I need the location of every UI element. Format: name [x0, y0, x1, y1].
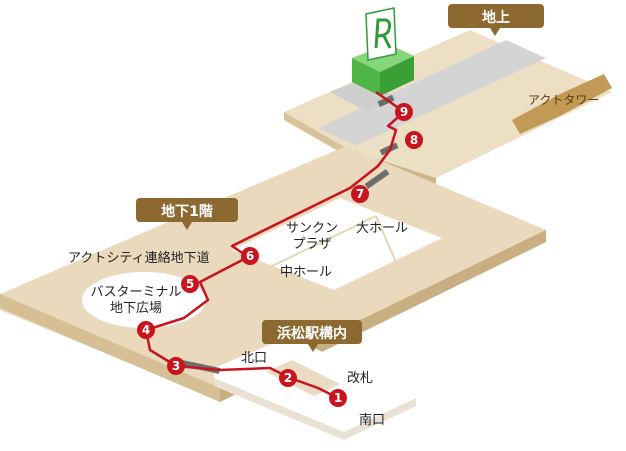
level-badge-basement: 地下1階 [136, 198, 238, 230]
route-marker-6: 6 [241, 247, 259, 265]
north-exit-label: 北口 [241, 351, 267, 366]
route-marker-5: 5 [181, 275, 199, 293]
basement-floor-edge-left [0, 294, 220, 402]
route-marker-9: 9 [395, 103, 413, 121]
parking-sign-icon [365, 7, 397, 61]
platform-strip [266, 360, 340, 396]
station-floor-edge [214, 378, 416, 440]
route-marker-2-label: 2 [284, 371, 292, 385]
bus-terminal-label-2: 地下広場 [110, 301, 162, 316]
level-badge-basement-label: 地下1階 [161, 203, 213, 220]
stairs-group [181, 94, 399, 374]
block-front [352, 58, 380, 96]
level-badge-station-label: 浜松駅構内 [277, 325, 347, 342]
sunken-plaza-label-2: プラザ [292, 237, 331, 252]
south-exit-label: 南口 [359, 412, 385, 428]
block-side [380, 56, 414, 96]
bus-terminal-plaza [82, 272, 206, 328]
level-badge-station: 浜松駅構内 [262, 320, 362, 352]
ground-floor-edge [284, 112, 350, 158]
route-marker-7-label: 7 [356, 187, 364, 201]
level-badge-ground: 地上 [448, 4, 544, 36]
stairs-3 [181, 360, 221, 374]
act-tower-shape [512, 74, 612, 134]
ground-level-area [284, 30, 612, 186]
route-marker-9-label: 9 [400, 105, 408, 119]
route-marker-7: 7 [351, 185, 369, 203]
route-marker-4: 4 [137, 321, 155, 339]
hall-divider-1 [267, 215, 377, 269]
route-line [144, 90, 406, 400]
route-marker-8: 8 [405, 131, 423, 149]
route-marker-5-label: 5 [186, 277, 194, 291]
basement-floor-plate [0, 146, 546, 400]
sunken-plaza-label-1: サンクン [286, 221, 338, 236]
route-marker-1-label: 1 [334, 391, 342, 405]
sign-block [352, 7, 414, 96]
stairs-7 [364, 169, 390, 189]
station-level-area [214, 336, 416, 440]
route-marker-1: 1 [329, 389, 347, 407]
route-marker-3-label: 3 [172, 359, 180, 373]
large-hall-label: 大ホール [356, 221, 408, 236]
hall-divider-2 [375, 215, 397, 263]
ticket-gate-label: 改札 [347, 371, 373, 386]
route-marker-6-label: 6 [246, 249, 254, 263]
act-tower-label: アクトタワー [528, 93, 599, 107]
route-marker-3: 3 [167, 357, 185, 375]
level-badge-ground-label: 地上 [482, 9, 510, 26]
route-marker-8-label: 8 [410, 133, 418, 147]
road-strip [318, 40, 546, 146]
route-marker-2: 2 [279, 369, 297, 387]
bus-terminal-label-1: バスターミナル [90, 285, 181, 300]
medium-hall-label: 中ホール [280, 265, 332, 280]
act-city-passage-label: アクトシティ連絡地下道 [68, 250, 210, 266]
route-marker-4-label: 4 [142, 323, 150, 337]
hall-block [232, 198, 442, 290]
stairs-9-8 [377, 94, 395, 108]
block-top [352, 44, 414, 72]
